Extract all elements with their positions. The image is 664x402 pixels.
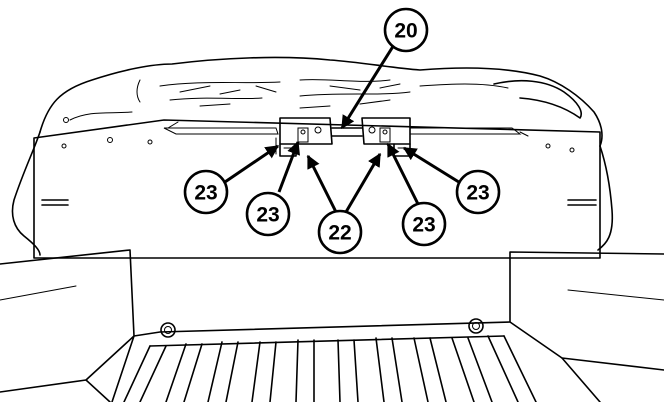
callout-23-b: 23 (245, 191, 291, 237)
callout-20-label: 20 (394, 20, 417, 43)
center-crossbar (331, 127, 363, 137)
callout-22-label: 22 (328, 222, 351, 245)
cargo-cover (11, 56, 614, 256)
callout-23-a: 23 (183, 169, 229, 215)
callout-23-c-label: 23 (412, 214, 435, 237)
bed-side-right (509, 251, 664, 371)
bulkhead-panel (33, 119, 601, 259)
callout-20: 20 (383, 7, 429, 53)
callout-23-a-label: 23 (194, 182, 217, 205)
callout-22: 22 (317, 209, 363, 255)
callout-23-c: 23 (401, 201, 447, 247)
callout-23-d: 23 (455, 169, 501, 215)
callout-23-b-label: 23 (256, 204, 279, 227)
leader-lines (221, 39, 463, 213)
latch-bracket-right (361, 117, 411, 157)
callout-23-d-label: 23 (466, 182, 489, 205)
bed-side-left (0, 249, 135, 393)
bed-floor (85, 318, 601, 402)
